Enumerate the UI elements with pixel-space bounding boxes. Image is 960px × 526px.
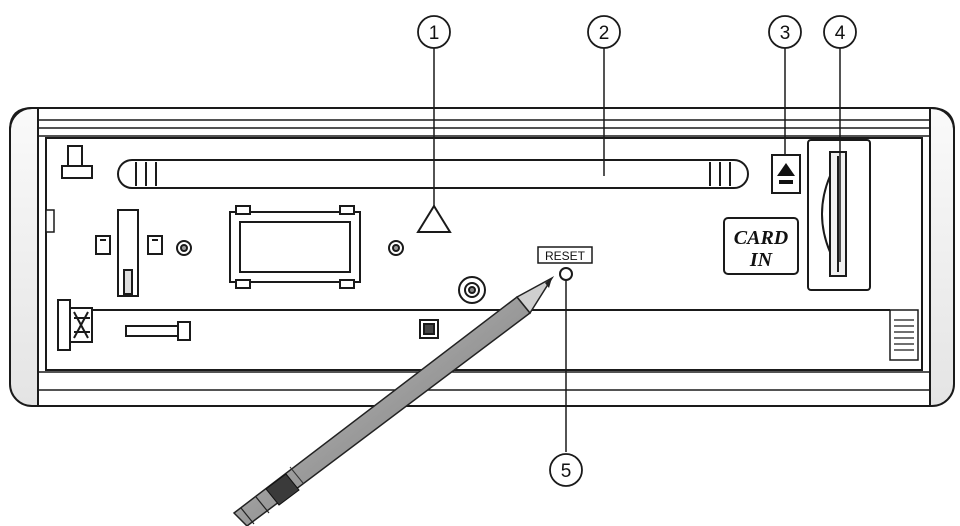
right-round-pin	[388, 240, 404, 256]
callout-3: 3	[768, 15, 802, 49]
right-grip-area	[889, 309, 919, 361]
reset-label-box: RESET	[537, 246, 593, 264]
small-switch	[419, 319, 439, 339]
callout-1: 1	[417, 15, 451, 49]
callout-5: 5	[549, 453, 583, 487]
lower-bar-slot	[125, 321, 191, 341]
card-label-line1: CARD	[734, 227, 788, 249]
cd-slot	[117, 159, 749, 189]
callout-2: 2	[587, 15, 621, 49]
svg-text:3: 3	[780, 23, 791, 44]
callout-4: 4	[823, 15, 857, 49]
center-screw	[458, 276, 486, 304]
card-label-line2: IN	[749, 249, 774, 271]
main-connector	[229, 205, 361, 289]
pencil-illustration	[232, 275, 555, 526]
eject-button[interactable]	[771, 154, 801, 194]
triangle-marker	[416, 204, 452, 233]
svg-text:2: 2	[599, 23, 610, 44]
card-slot	[807, 139, 871, 291]
top-left-latch	[61, 145, 93, 179]
lower-left-knob	[57, 299, 93, 351]
svg-text:4: 4	[835, 23, 846, 44]
card-in-label: CARD IN	[723, 217, 799, 275]
svg-text:5: 5	[561, 461, 572, 482]
reset-label: RESET	[545, 249, 586, 263]
left-round-pin	[176, 240, 192, 256]
callout-leaders	[433, 48, 841, 452]
reset-button[interactable]	[559, 267, 573, 281]
left-connector	[95, 209, 163, 297]
svg-text:1: 1	[429, 23, 440, 44]
eject-icon	[777, 163, 795, 176]
left-edge-clip	[45, 209, 55, 233]
right-grip-lines	[894, 319, 914, 351]
